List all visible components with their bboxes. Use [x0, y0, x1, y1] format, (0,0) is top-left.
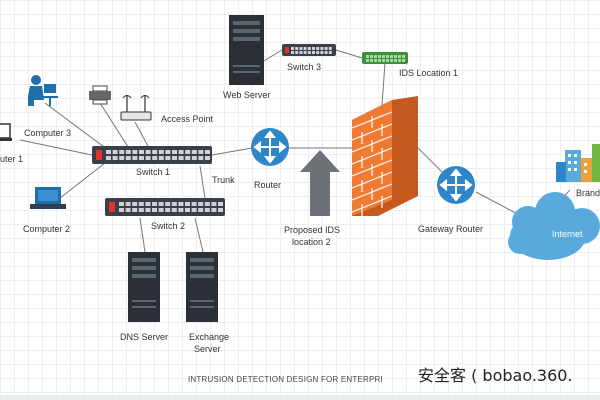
- branch-label: Brand: [576, 188, 600, 198]
- gateway-router-icon: [437, 166, 475, 204]
- switch-2-icon: [105, 198, 225, 216]
- link-ids1-firewall: [381, 62, 386, 106]
- branch-buildings-icon: [556, 144, 600, 182]
- access-point-icon: [120, 95, 152, 121]
- link-computer1-switch1: [19, 139, 93, 156]
- proposed-ids-label-line2: location 2: [292, 237, 331, 247]
- exchange-server-label-line2: Server: [194, 344, 221, 354]
- link-switch2-dns: [139, 217, 146, 253]
- exchange-server-label-line1: Exchange: [189, 332, 229, 342]
- switch-2-label: Switch 2: [151, 221, 185, 231]
- link-firewall-gateway: [414, 144, 446, 176]
- switch-1-label: Switch 1: [136, 167, 170, 177]
- proposed-ids-label-line1: Proposed IDS: [284, 225, 340, 235]
- ids-location-1-icon: [362, 52, 408, 64]
- exchange-server-icon: [186, 252, 218, 322]
- link-computer2-switch1: [59, 162, 106, 199]
- link-printer-switch1: [99, 102, 131, 151]
- ids-location-1-label: IDS Location 1: [399, 68, 458, 78]
- diagram-caption: INTRUSION DETECTION DESIGN FOR ENTERPRI: [188, 375, 383, 384]
- firewall-icon: [351, 96, 418, 216]
- link-switch2-exchange: [194, 217, 204, 253]
- link-trunk: [199, 165, 206, 199]
- switch-3-icon: [282, 44, 336, 56]
- bottom-strip: [0, 395, 600, 400]
- router-icon: [251, 128, 289, 166]
- switch-3-label: Switch 3: [287, 62, 321, 72]
- dns-server-label: DNS Server: [120, 332, 168, 342]
- computer-1-icon: [0, 123, 12, 141]
- computer-2-icon: [30, 187, 66, 209]
- internet-cloud-icon: [508, 192, 600, 260]
- proposed-ids-arrow-icon: [300, 150, 340, 216]
- web-server-label: Web Server: [223, 90, 270, 100]
- computer-1-label: uter 1: [0, 154, 23, 164]
- gateway-router-label: Gateway Router: [418, 224, 483, 234]
- link-ap-switch1: [134, 121, 151, 151]
- router-label: Router: [254, 180, 281, 190]
- computer-3-label: Computer 3: [24, 128, 71, 138]
- internet-label: Internet: [552, 229, 583, 239]
- computer-2-label: Computer 2: [23, 224, 70, 234]
- link-computer3-switch1: [44, 102, 109, 151]
- computer-3-icon: [28, 75, 58, 106]
- watermark-text: 安全客 ( bobao.360.: [418, 366, 573, 385]
- dns-server-icon: [128, 252, 160, 322]
- trunk-label: Trunk: [212, 175, 235, 185]
- switch-1-icon: [92, 146, 212, 164]
- link-switch1-router: [211, 147, 253, 156]
- connection-lines: [19, 49, 571, 253]
- link-switch3-ids1: [335, 49, 363, 59]
- printer-icon: [89, 85, 111, 105]
- access-point-label: Access Point: [161, 114, 214, 124]
- web-server-icon: [229, 15, 264, 85]
